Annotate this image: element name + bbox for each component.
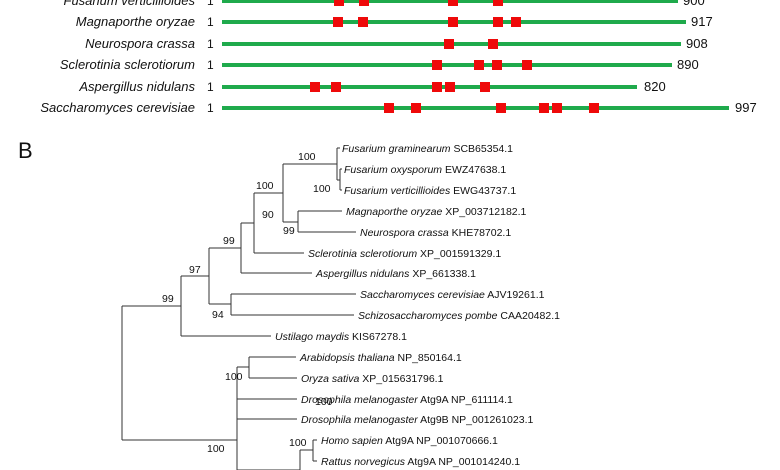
bootstrap-value: 97	[189, 264, 201, 276]
domain-marker	[474, 60, 484, 70]
protein-length: 917	[691, 14, 713, 29]
bootstrap-value: 100	[313, 183, 331, 195]
domain-marker	[511, 17, 521, 27]
domain-marker	[334, 0, 344, 6]
taxon-label: Saccharomyces cerevisiae AJV19261.1	[360, 289, 545, 301]
protein-row: Aspergillus nidulans 1 820	[78, 79, 665, 94]
domain-marker	[411, 103, 421, 113]
protein-row: Fusarium verticillioides 1 900	[64, 0, 705, 8]
start-residue: 1	[207, 80, 214, 94]
domain-marker	[448, 17, 458, 27]
domain-marker	[445, 82, 455, 92]
species-label: Aspergillus nidulans	[78, 79, 195, 94]
protein-length: 908	[686, 36, 708, 51]
domain-marker	[492, 60, 502, 70]
species-label: Fusarium verticillioides	[64, 0, 196, 8]
start-residue: 1	[207, 0, 214, 8]
taxon-label: Neurospora crassa KHE78702.1	[360, 227, 511, 239]
bootstrap-value: 100	[225, 371, 243, 383]
domain-marker	[448, 0, 458, 6]
domain-marker	[493, 0, 503, 6]
species-label: Neurospora crassa	[85, 36, 195, 51]
domain-marker	[359, 0, 369, 6]
domain-marker	[496, 103, 506, 113]
domain-marker	[589, 103, 599, 113]
start-residue: 1	[207, 101, 214, 115]
bootstrap-value: 100	[315, 396, 333, 408]
taxon-label: Fusarium graminearum SCB65354.1	[342, 143, 513, 155]
domain-marker	[522, 60, 532, 70]
domain-marker	[310, 82, 320, 92]
panel-label-b: B	[18, 138, 33, 163]
domain-architecture-panel: Fusarium verticillioides 1 900 Magnaport…	[40, 0, 757, 115]
domain-marker	[552, 103, 562, 113]
bootstrap-value: 94	[212, 309, 224, 321]
taxon-label: Rattus norvegicus Atg9A NP_001014240.1	[321, 456, 520, 468]
species-label: Magnaporthe oryzae	[76, 14, 195, 29]
bootstrap-value: 100	[256, 180, 274, 192]
domain-marker	[488, 39, 498, 49]
domain-marker	[480, 82, 490, 92]
domain-marker	[358, 17, 368, 27]
start-residue: 1	[207, 58, 214, 72]
species-label: Saccharomyces cerevisiae	[40, 100, 195, 115]
taxon-label: Drosophila melanogaster Atg9B NP_0012610…	[301, 414, 533, 426]
protein-row: Sclerotinia sclerotiorum 1 890	[60, 57, 699, 72]
bootstrap-value: 100	[207, 443, 225, 455]
protein-row: Neurospora crassa 1 908	[85, 36, 708, 51]
taxon-label: Aspergillus nidulans XP_661338.1	[315, 268, 476, 280]
protein-row: Saccharomyces cerevisiae 1 997	[40, 100, 756, 115]
protein-length: 890	[677, 57, 699, 72]
protein-row: Magnaporthe oryzae 1 917	[76, 14, 713, 29]
domain-marker	[384, 103, 394, 113]
domain-marker	[493, 17, 503, 27]
domain-marker	[444, 39, 454, 49]
taxon-label: Arabidopsis thaliana NP_850164.1	[299, 352, 462, 364]
bootstrap-value: 99	[283, 225, 295, 237]
taxon-label: Sclerotinia sclerotiorum XP_001591329.1	[308, 248, 501, 260]
start-residue: 1	[207, 15, 214, 29]
taxon-label: Magnaporthe oryzae XP_003712182.1	[346, 206, 527, 218]
domain-marker	[539, 103, 549, 113]
bootstrap-value: 99	[162, 293, 174, 305]
domain-marker	[432, 82, 442, 92]
taxon-label: Homo sapien Atg9A NP_001070666.1	[321, 435, 498, 447]
taxon-label: Fusarium oxysporum EWZ47638.1	[344, 164, 506, 176]
protein-length: 997	[735, 100, 757, 115]
protein-length: 900	[683, 0, 705, 8]
domain-marker	[333, 17, 343, 27]
bootstrap-value: 100	[298, 151, 316, 163]
phylogenetic-tree: Fusarium graminearum SCB65354.1 Fusarium…	[121, 143, 560, 470]
taxon-label: Schizosaccharomyces pombe CAA20482.1	[358, 310, 560, 322]
bootstrap-value: 99	[223, 235, 235, 247]
bootstrap-value: 90	[262, 209, 274, 221]
bootstrap-value: 100	[289, 437, 307, 449]
start-residue: 1	[207, 37, 214, 51]
taxon-label: Oryza sativa XP_015631796.1	[301, 373, 444, 385]
taxon-label: Ustilago maydis KIS67278.1	[275, 331, 407, 343]
domain-marker	[432, 60, 442, 70]
domain-marker	[331, 82, 341, 92]
species-label: Sclerotinia sclerotiorum	[60, 57, 195, 72]
protein-length: 820	[644, 79, 666, 94]
taxon-label: Fusarium verticillioides EWG43737.1	[344, 185, 516, 197]
taxon-label: Drosophila melanogaster Atg9A NP_611114.…	[301, 394, 513, 406]
